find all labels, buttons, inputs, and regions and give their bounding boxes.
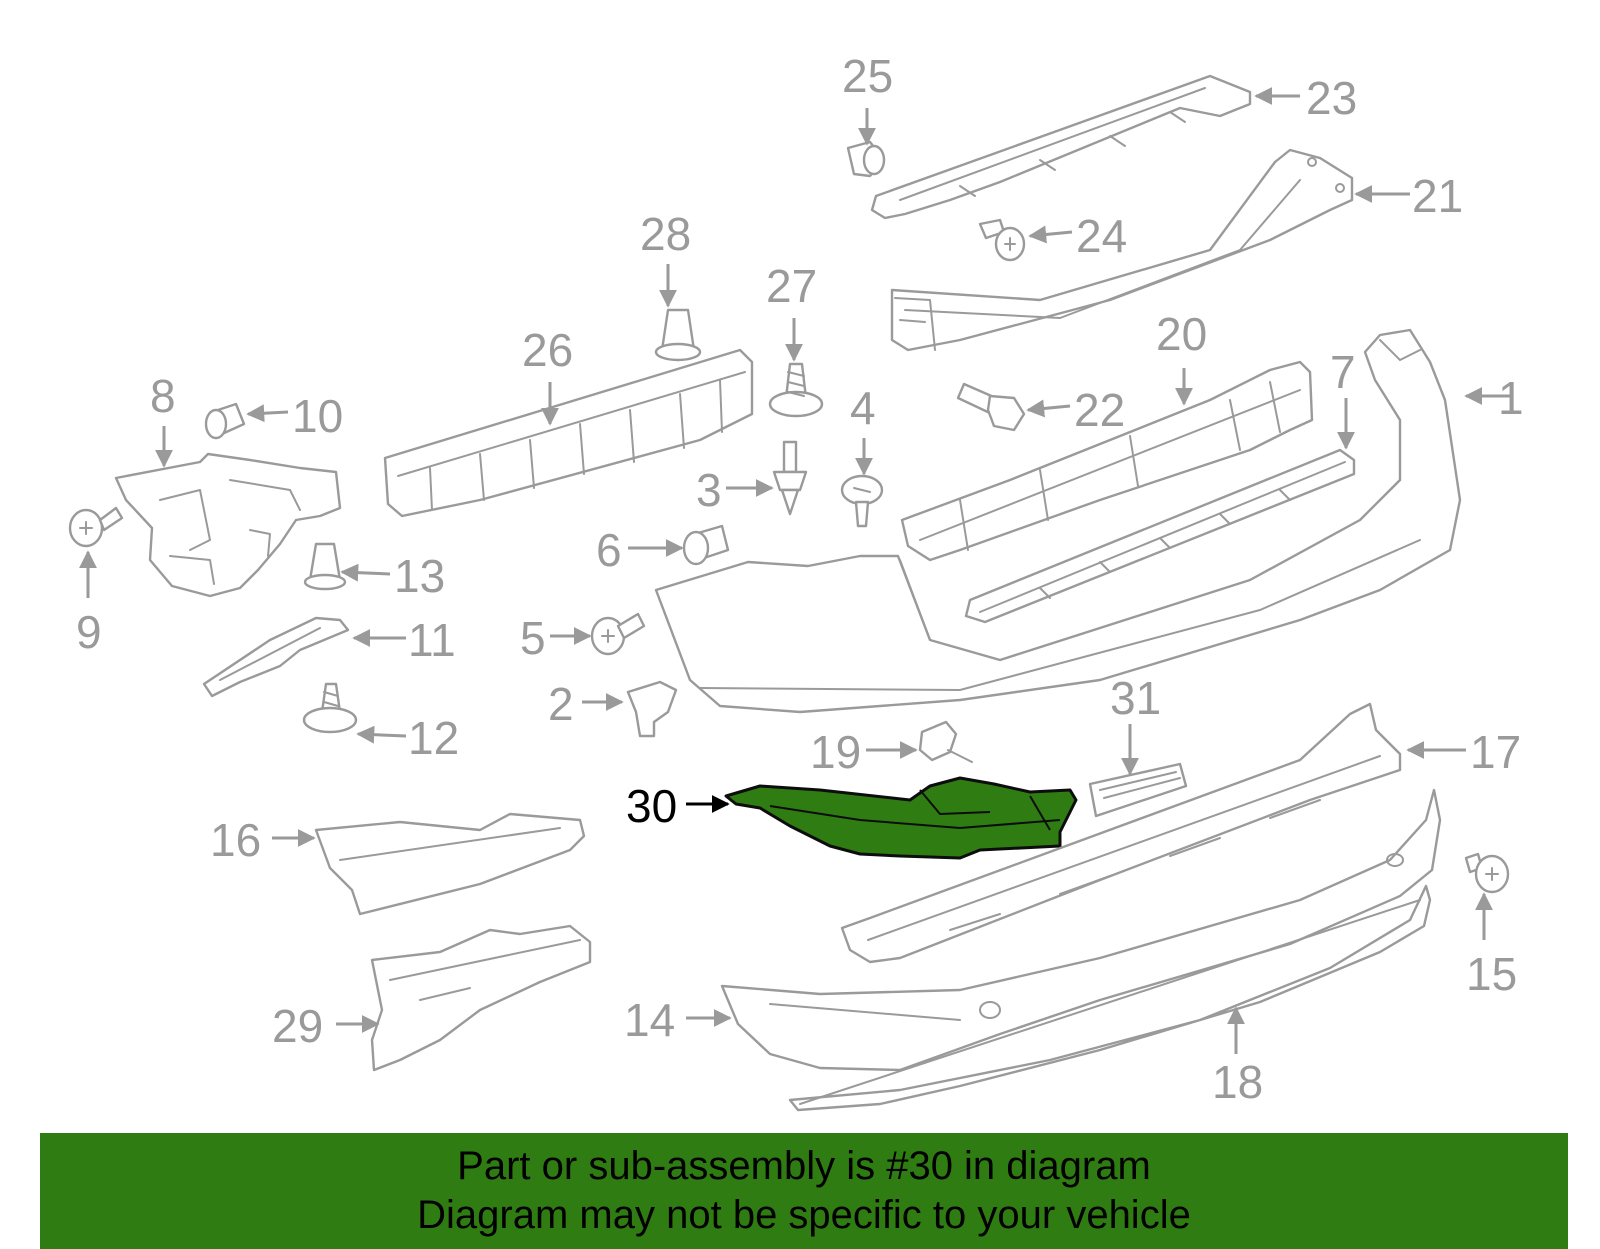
part-31-reflector bbox=[1088, 762, 1188, 818]
callout-27: 27 bbox=[766, 260, 817, 312]
callout-12: 12 bbox=[408, 712, 459, 764]
part-16-bracket bbox=[314, 812, 586, 916]
callout-23: 23 bbox=[1306, 72, 1357, 124]
part-27-screw bbox=[768, 362, 824, 418]
part-15-bolt bbox=[1464, 852, 1510, 894]
callout-19: 19 bbox=[810, 726, 861, 778]
part-25-clip bbox=[846, 140, 886, 178]
callout-1: 1 bbox=[1498, 372, 1524, 424]
callout-13: 13 bbox=[394, 550, 445, 602]
part-26-absorber bbox=[383, 348, 754, 518]
callout-24: 24 bbox=[1076, 210, 1127, 262]
part-24-bolt bbox=[978, 218, 1026, 262]
callout-29: 29 bbox=[272, 1000, 323, 1052]
info-banner: Part or sub-assembly is #30 in diagram D… bbox=[40, 1133, 1568, 1249]
callout-10: 10 bbox=[292, 390, 343, 442]
callout-2: 2 bbox=[548, 678, 574, 730]
part-17-bracket bbox=[840, 702, 1402, 964]
callout-22: 22 bbox=[1074, 384, 1125, 436]
part-9-bolt bbox=[68, 506, 124, 548]
callout-3: 3 bbox=[696, 464, 722, 516]
callout-20: 20 bbox=[1156, 308, 1207, 360]
callout-7: 7 bbox=[1330, 346, 1356, 398]
leader-arrows bbox=[79, 87, 1512, 1054]
callout-17: 17 bbox=[1470, 726, 1521, 778]
part-3-pin bbox=[772, 440, 808, 516]
parts-diagram: 25 23 21 24 28 27 20 7 1 26 10 8 22 4 3 … bbox=[68, 50, 1524, 1112]
part-11-bracket bbox=[202, 616, 350, 698]
part-5-bolt bbox=[590, 612, 646, 656]
callout-16: 16 bbox=[210, 814, 261, 866]
part-2-retainer bbox=[626, 680, 678, 738]
callout-4: 4 bbox=[850, 382, 876, 434]
part-13-clip bbox=[303, 542, 347, 591]
part-10-clip bbox=[204, 402, 246, 440]
part-1-bumper-cover bbox=[654, 328, 1462, 714]
callout-labels: 25 23 21 24 28 27 20 7 1 26 10 8 22 4 3 … bbox=[76, 50, 1524, 1108]
callout-5: 5 bbox=[520, 612, 546, 664]
callout-25: 25 bbox=[842, 50, 893, 102]
callout-18: 18 bbox=[1212, 1056, 1263, 1108]
part-8-bracket bbox=[114, 452, 342, 598]
part-28-clip bbox=[654, 308, 702, 362]
part-19-clip bbox=[918, 720, 973, 763]
callout-15: 15 bbox=[1466, 948, 1517, 1000]
part-23-strip bbox=[870, 74, 1252, 220]
banner-line-disclaimer: Diagram may not be specific to your vehi… bbox=[417, 1193, 1191, 1237]
callout-31: 31 bbox=[1110, 672, 1161, 724]
part-18-skirt bbox=[788, 884, 1432, 1112]
part-20-impact-bar bbox=[900, 360, 1314, 562]
callout-28: 28 bbox=[640, 208, 691, 260]
callout-30-highlighted: 30 bbox=[626, 780, 677, 832]
part-29-bracket bbox=[370, 924, 592, 1072]
callout-14: 14 bbox=[624, 994, 675, 1046]
part-30-highlighted bbox=[724, 776, 1078, 860]
callout-21: 21 bbox=[1412, 170, 1463, 222]
callout-6: 6 bbox=[596, 524, 622, 576]
part-12-screw bbox=[302, 682, 358, 734]
part-6-grommet bbox=[682, 524, 730, 566]
part-14-lower-bumper bbox=[720, 788, 1442, 1072]
callout-9: 9 bbox=[76, 606, 102, 658]
part-22-bolt bbox=[956, 382, 1026, 432]
callout-11: 11 bbox=[408, 614, 456, 666]
callout-26: 26 bbox=[522, 324, 573, 376]
callout-8: 8 bbox=[150, 370, 176, 422]
part-21-beam bbox=[890, 148, 1354, 352]
part-7-step-pad bbox=[964, 448, 1356, 624]
banner-line-part-number: Part or sub-assembly is #30 in diagram bbox=[457, 1144, 1151, 1188]
part-4-screw bbox=[840, 474, 884, 528]
